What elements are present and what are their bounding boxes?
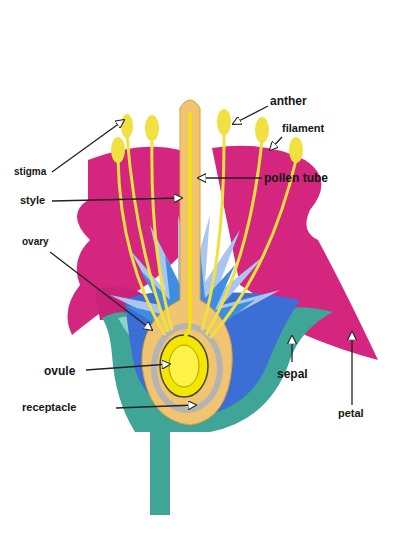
part-label: sepal [277, 368, 308, 380]
pistil-shape [142, 100, 232, 425]
ovary-cavity [157, 329, 217, 407]
stamen-group [118, 132, 296, 338]
part-label: ovary [22, 237, 49, 247]
part-label: filament [282, 123, 324, 134]
part-label: stigma [14, 167, 46, 177]
anther-group [111, 109, 303, 163]
leader-lines [50, 106, 352, 408]
ovule-core [169, 345, 199, 387]
stem-shape [150, 430, 170, 515]
ovule-shape [160, 335, 208, 397]
part-label: ovule [44, 365, 75, 377]
pollen-tube-line [184, 112, 190, 336]
part-label: receptacle [22, 402, 76, 413]
part-label: style [20, 195, 45, 206]
part-label: petal [338, 408, 364, 419]
part-label: pollen tube [264, 172, 328, 184]
part-label: anther [270, 95, 307, 107]
